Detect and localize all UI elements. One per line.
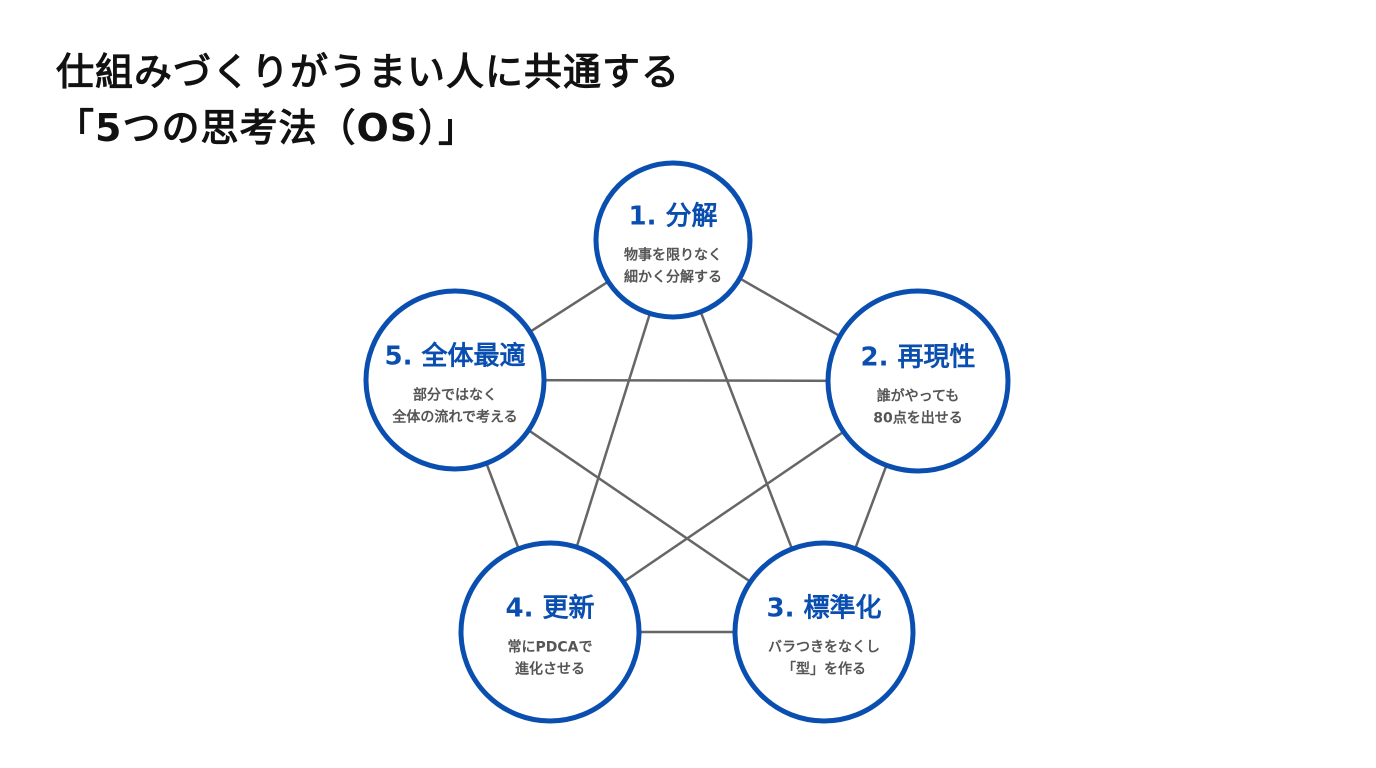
node-desc-line-1: 誰がやっても [876, 388, 960, 405]
node-circle-2 [825, 288, 1011, 474]
node-desc-line-2: 進化させる [515, 661, 585, 678]
node-5: 5. 全体最適部分ではなく全体の流れで考える [384, 336, 525, 429]
title-line-1: 仕組みづくりがうまい人に共通する [56, 50, 681, 94]
node-desc-line-2: 全体の流れで考える [392, 409, 518, 426]
node-3: 3. 標準化バラつきをなくし「型」を作る [766, 588, 881, 681]
node-desc-line-2: 80点を出せる [873, 410, 963, 427]
node-title: 1. 分解 [628, 201, 718, 232]
node-1: 1. 分解物事を限りなく細かく分解する [624, 196, 722, 289]
node-2: 2. 再現性誰がやっても 80点を出せる [860, 337, 975, 430]
node-desc-line-1: 物事を限りなく [624, 247, 722, 264]
node-desc-line-1: 部分ではなく [413, 387, 497, 404]
title-line-2: 「5つの思考法（OS）」 [56, 106, 478, 150]
node-circle-1 [593, 160, 753, 320]
node-4: 4. 更新常にPDCAで進化させる [505, 588, 594, 681]
node-circle-4 [458, 540, 642, 724]
node-circle-3 [732, 540, 916, 724]
node-title: 2. 再現性 [860, 342, 976, 373]
node-title: 3. 標準化 [766, 593, 882, 624]
node-desc-line-2: 「型」を作る [782, 661, 866, 678]
node-desc-line-1: 常にPDCAで [507, 639, 593, 656]
node-title: 5. 全体最適 [384, 341, 526, 372]
page-title: 仕組みづくりがうまい人に共通する 「5つの思考法（OS）」 [56, 44, 680, 156]
node-circle-5 [363, 288, 547, 472]
node-desc-line-2: 細かく分解する [624, 269, 722, 286]
node-desc-line-1: バラつきをなくし [768, 639, 880, 656]
node-title: 4. 更新 [505, 593, 595, 624]
